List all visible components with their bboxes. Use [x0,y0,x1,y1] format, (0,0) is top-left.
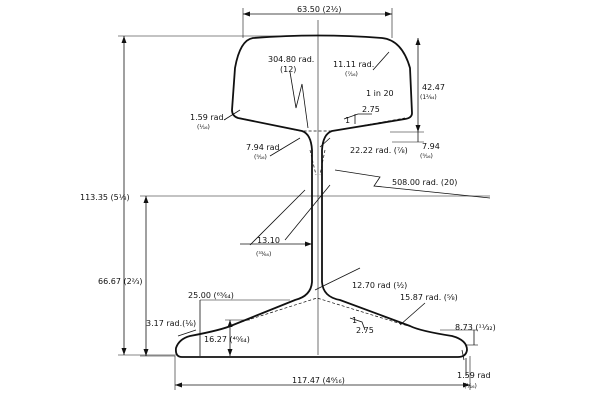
rail-profile [174,34,468,358]
fishing-radius-label: 7.94 rad. [246,143,282,152]
slope-foot-one-label: 1 [352,316,357,325]
foot-top-width-label: 25.00 (⁶³⁄₆₄) [188,291,234,300]
head-side-radius-label: 1.59 rad. [190,113,226,122]
dimension-lines [121,11,475,388]
toe-corner-radius-inch-label: (¹⁄₁₆) [464,383,477,390]
foot-radius-label: 15.87 rad. (⁵⁄₈) [400,293,458,302]
toe-radius-label: 3.17 rad.(⅛) [146,319,196,328]
head-width-label: 63.50 (2½) [297,5,342,14]
fishing-radius-inch-label: (⁵⁄₁₆) [254,154,267,161]
construction-lines [231,117,409,327]
head-radius-inch-label: (12) [280,65,296,74]
head-radius-label: 304.80 rad. [268,55,314,64]
fishing-depth-inch-label: (⁵⁄₁₆) [420,153,433,160]
foot-depth-label: 16.27 (⁴⁰⁄₆₄) [204,335,250,344]
web-thickness-label: 13.10 [257,236,280,245]
head-side-radius-inch-label: (¹⁄₁₆) [197,124,210,131]
web-top-radius-label: 22.22 rad. (⁷⁄₈) [350,146,408,155]
slope-foot-label: 2.75 [356,326,374,335]
toe-depth-label: 8.73 (¹¹⁄₃₂) [455,323,496,332]
base-width-label: 117.47 (4⁶⁄₁₆) [292,376,345,385]
leader-lines [177,51,491,361]
slope-head-one-label: 1 [345,116,350,125]
web-radius-label: 508.00 rad. (20) [392,178,457,187]
fishing-depth-label: 7.94 [422,142,440,151]
taper-head-label: 1 in 20 [366,89,394,98]
head-depth-label: 42.47 [422,83,445,92]
dimension-labels: 63.50 (2½) 304.80 rad. (12) 11.11 rad. (… [80,5,496,390]
corner-radius-label: 11.11 rad. [333,60,374,69]
total-height-label: 113.35 (5¹⁄₈) [80,193,130,202]
neutral-height-label: 66.67 (2²⁄₃) [98,277,143,286]
slope-head-label: 2.75 [362,105,380,114]
web-thickness-inch-label: (³³⁄₆₄) [256,251,271,258]
head-depth-inch-label: (1²⁄₆₄) [420,94,437,101]
toe-corner-radius-label: 1.59 rad [457,371,491,380]
corner-radius-inch-label: (⁷⁄₁₆) [345,71,358,78]
web-bottom-radius-label: 12.70 rad (½) [352,281,407,290]
